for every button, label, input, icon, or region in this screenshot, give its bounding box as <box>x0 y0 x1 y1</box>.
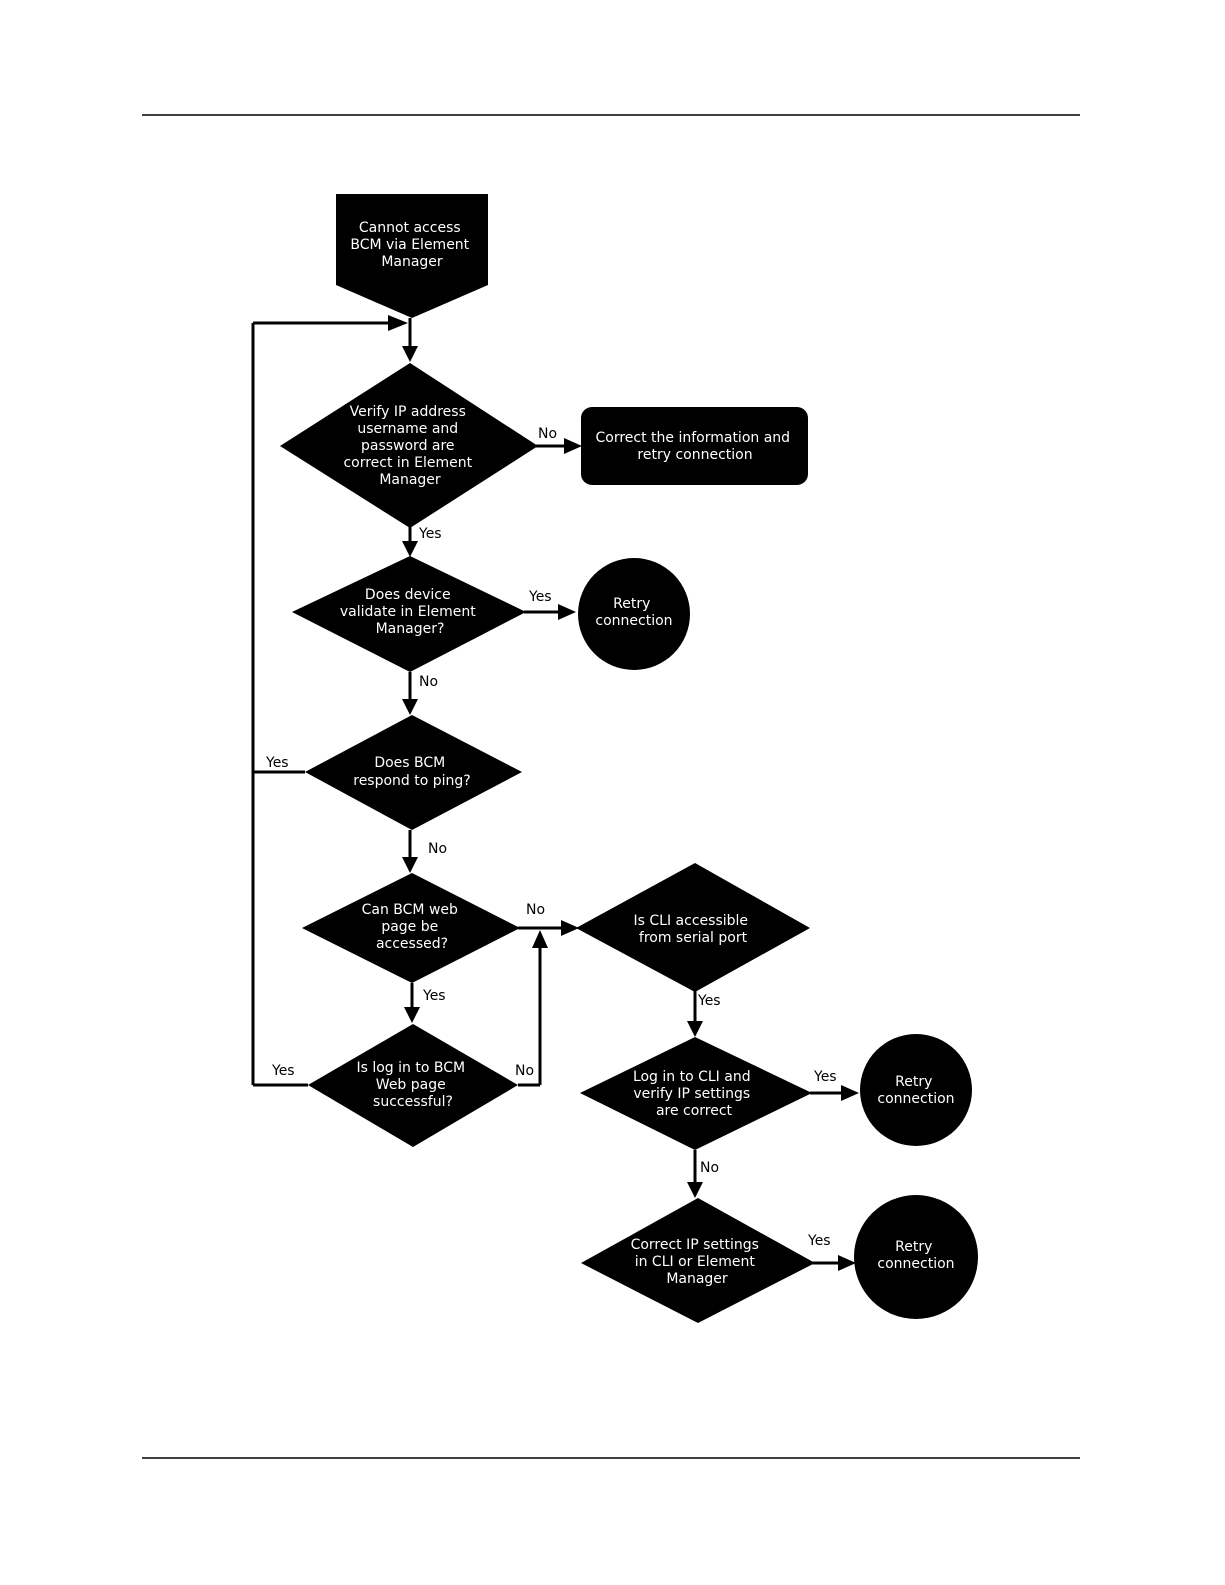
decision-cli-serial-label: Is CLI accessible from serial port <box>634 913 753 946</box>
edge-label-logcli-yes: Yes <box>813 1069 837 1085</box>
edge-label-logcli-no: No <box>700 1160 719 1176</box>
decision-login-web-label: Is log in to BCM Web page successful? <box>356 1060 469 1110</box>
arrowhead <box>402 346 418 362</box>
process-correct-info-label: Correct the information and retry connec… <box>595 430 794 463</box>
terminal-retry-2 <box>860 1034 972 1146</box>
arrowhead <box>838 1255 856 1271</box>
edge-label-ping-yes: Yes <box>265 755 289 771</box>
edge-label-ping-no: No <box>428 841 447 857</box>
decision-web-page-label: Can BCM web page be accessed? <box>362 902 463 952</box>
edge-label-validate-yes: Yes <box>528 589 552 605</box>
terminal-retry-1-label: Retry connection <box>595 596 672 629</box>
decision-device-validate-label: Does device validate in Element Manager? <box>340 587 480 637</box>
decision-verify-ip <box>280 363 538 528</box>
decision-login-web <box>308 1024 518 1147</box>
decision-ping <box>305 715 522 830</box>
decision-correct-ip-label: Correct IP settings in CLI or Element Ma… <box>631 1237 764 1287</box>
arrowhead <box>558 604 576 620</box>
terminal-retry-1 <box>578 558 690 670</box>
decision-login-cli-label: Log in to CLI and verify IP settings are… <box>633 1069 755 1119</box>
terminal-retry-2-label: Retry connection <box>877 1074 954 1107</box>
start-node-label: Cannot access BCM via Element Manager <box>350 220 473 270</box>
edge-label-web-no: No <box>526 902 545 918</box>
arrowhead <box>561 920 579 936</box>
edge-label-login-yes: Yes <box>271 1063 295 1079</box>
arrowhead <box>687 1182 703 1198</box>
arrowhead <box>564 438 582 454</box>
edge-label-verify-no: No <box>538 426 557 442</box>
decision-verify-ip-label: Verify IP address username and password … <box>343 404 476 488</box>
terminal-retry-3 <box>854 1195 978 1319</box>
arrowhead <box>687 1021 703 1037</box>
process-correct-info <box>581 407 808 485</box>
arrowhead <box>532 930 548 948</box>
arrowhead <box>402 541 418 557</box>
edge-label-web-yes: Yes <box>422 988 446 1004</box>
arrowhead <box>841 1085 859 1101</box>
arrowhead <box>402 857 418 873</box>
decision-ping-label: Does BCM respond to ping? <box>353 755 471 789</box>
edge-label-cli-yes: Yes <box>697 993 721 1009</box>
edge-label-verify-yes: Yes <box>418 526 442 542</box>
edge-label-validate-no: No <box>419 674 438 690</box>
arrowhead <box>402 699 418 715</box>
decision-login-cli <box>580 1037 812 1150</box>
decision-device-validate <box>292 556 526 672</box>
edge-label-correctip-yes: Yes <box>807 1233 831 1249</box>
edge-label-login-no: No <box>515 1063 534 1079</box>
arrowhead <box>388 315 408 331</box>
decision-web-page <box>302 873 520 983</box>
decision-cli-serial <box>576 863 810 992</box>
start-node <box>336 194 488 318</box>
terminal-retry-3-label: Retry connection <box>877 1239 954 1272</box>
arrowhead <box>404 1007 420 1023</box>
decision-correct-ip <box>581 1198 815 1323</box>
